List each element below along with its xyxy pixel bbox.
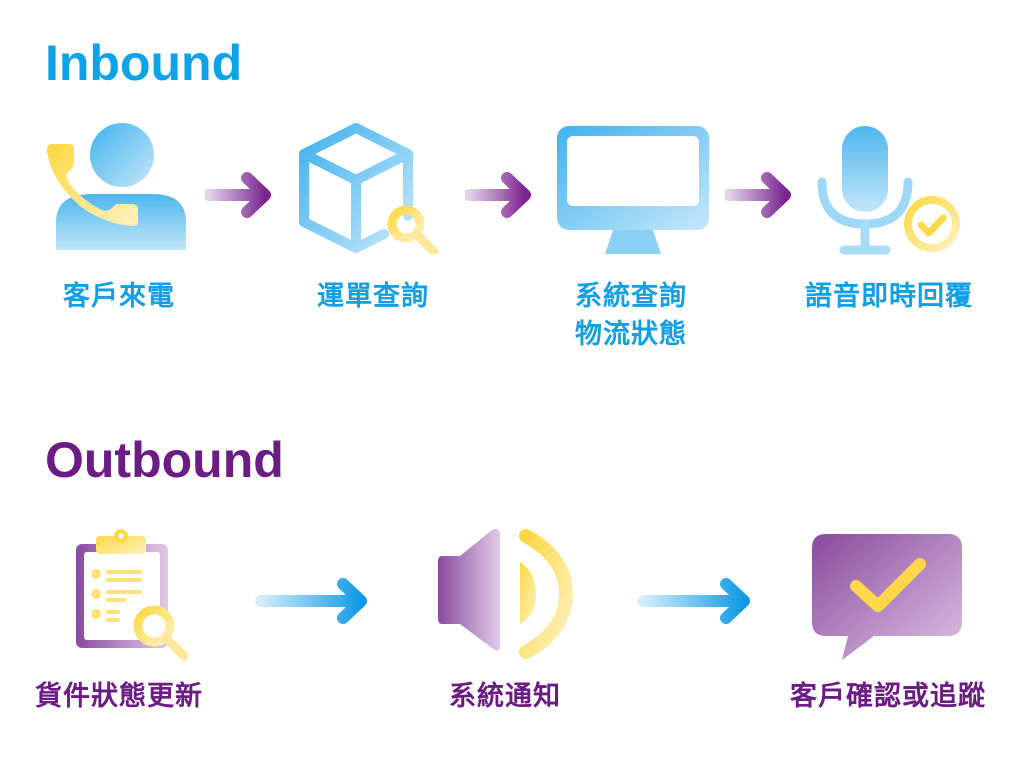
step-label: 語音即時回覆 <box>805 281 973 312</box>
step-label: 客戶確認或追蹤 <box>790 681 986 712</box>
step-label: 客戶來電 <box>63 281 175 312</box>
arrow-right-icon <box>255 578 367 624</box>
outbound-title: Outbound <box>45 432 284 488</box>
inbound-title: Inbound <box>45 35 243 91</box>
arrow-right-icon <box>205 172 271 218</box>
chat-check-icon <box>812 534 962 660</box>
arrow-right-icon <box>638 578 750 624</box>
monitor-icon <box>557 126 709 254</box>
step-label: 系統通知 <box>449 681 561 712</box>
arrow-right-icon <box>725 172 791 218</box>
package-search-icon <box>299 123 439 254</box>
step-label-line2: 物流狀態 <box>575 319 687 350</box>
step-label-line1: 系統查詢 <box>575 281 687 312</box>
step-label: 貨件狀態更新 <box>35 681 203 712</box>
step-label: 運單查詢 <box>317 281 429 312</box>
arrow-right-icon <box>465 172 531 218</box>
microphone-check-icon <box>817 126 960 255</box>
clipboard-search-icon <box>76 529 189 660</box>
speaker-icon <box>438 528 574 659</box>
person-phone-icon <box>46 123 186 250</box>
